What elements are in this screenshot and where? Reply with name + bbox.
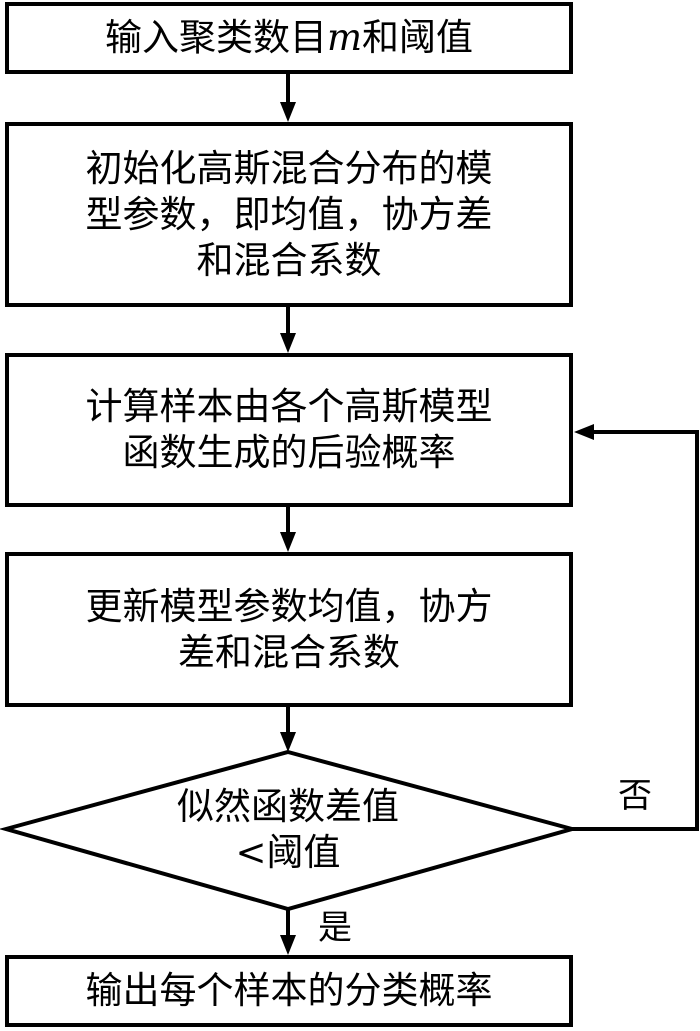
arrow-decision-to-output	[280, 909, 296, 955]
decision-text: 似然函数差值 <阈值	[177, 785, 399, 874]
arrow-feedback-no	[572, 424, 699, 831]
step-input-box: 输入聚类数目m和阈值	[5, 2, 573, 74]
step-mstep-box: 更新模型参数均值，协方 差和混合系数	[5, 552, 573, 707]
label-yes: 是	[318, 908, 352, 948]
step-estep-box: 计算样本由各个高斯模型 函数生成的后验概率	[5, 353, 573, 507]
label-no: 否	[618, 776, 652, 816]
step-output-text: 输出每个样本的分类概率	[85, 969, 493, 1012]
step-mstep-text: 更新模型参数均值，协方 差和混合系数	[85, 584, 493, 674]
arrow-mstep-to-decision	[280, 706, 296, 752]
step-input-text: 输入聚类数目m和阈值	[104, 16, 474, 59]
decision-diamond	[0, 749, 580, 912]
arrow-init-to-estep	[280, 306, 296, 353]
step-init-box: 初始化高斯混合分布的模 型参数，即均值，协方差 和混合系数	[5, 122, 573, 307]
step-output-box: 输出每个样本的分类概率	[5, 955, 573, 1027]
step-init-text: 初始化高斯混合分布的模 型参数，即均值，协方差 和混合系数	[85, 146, 493, 282]
arrow-input-to-init	[280, 73, 296, 122]
arrow-estep-to-mstep	[280, 506, 296, 552]
step-estep-text: 计算样本由各个高斯模型 函数生成的后验概率	[85, 385, 493, 474]
